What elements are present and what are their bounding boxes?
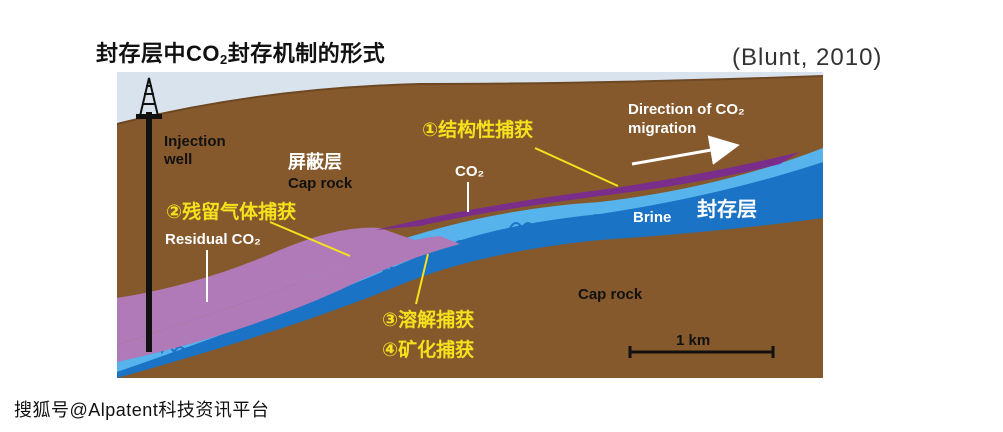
- structural-co2-plume: [375, 152, 800, 230]
- mechanism-dissolution: ③溶解捕获: [382, 308, 474, 331]
- co2-label: CO₂: [455, 163, 484, 180]
- sky: [117, 72, 823, 124]
- mechanism-mineral: ④矿化捕获: [382, 338, 474, 361]
- cap-rock-cn-label: 屏蔽层: [288, 152, 342, 173]
- residual-co2-layer: [117, 227, 420, 345]
- cap-rock-bottom-label: Cap rock: [578, 286, 643, 303]
- migration-arrow: [631, 135, 740, 166]
- direction-label-2: migration: [628, 120, 696, 137]
- footer-watermark: 搜狐号@Alpatent科技资讯平台: [14, 400, 270, 420]
- direction-label-1: Direction of CO₂: [628, 101, 745, 118]
- mechanism-residual: ②残留气体捕获: [166, 200, 296, 223]
- storage-layer-cn-label: 封存层: [697, 197, 757, 221]
- leader-structural: [534, 147, 619, 187]
- mechanism-structural: ①结构性捕获: [422, 118, 533, 141]
- residual-co2-label: Residual CO₂: [165, 231, 261, 248]
- page-title: 封存层中CO2封存机制的形式: [96, 41, 386, 67]
- injection-well-label-1: Injection: [164, 133, 226, 150]
- brine-label: Brine: [633, 209, 671, 226]
- leader-dissolution: [415, 253, 429, 305]
- scale-bar: [628, 346, 775, 358]
- citation: (Blunt, 2010): [732, 44, 883, 71]
- injection-well-label-2: well: [163, 151, 192, 168]
- injection-well: [136, 77, 162, 352]
- scale-label: 1 km: [676, 332, 710, 349]
- leader-residual: [269, 221, 351, 257]
- cap-rock-top-label: Cap rock: [288, 175, 353, 192]
- brine-layer: [117, 150, 823, 378]
- dissolution-band: [117, 148, 823, 372]
- residual-co2-layer-lower: [117, 236, 460, 362]
- ground-surface: [117, 75, 823, 125]
